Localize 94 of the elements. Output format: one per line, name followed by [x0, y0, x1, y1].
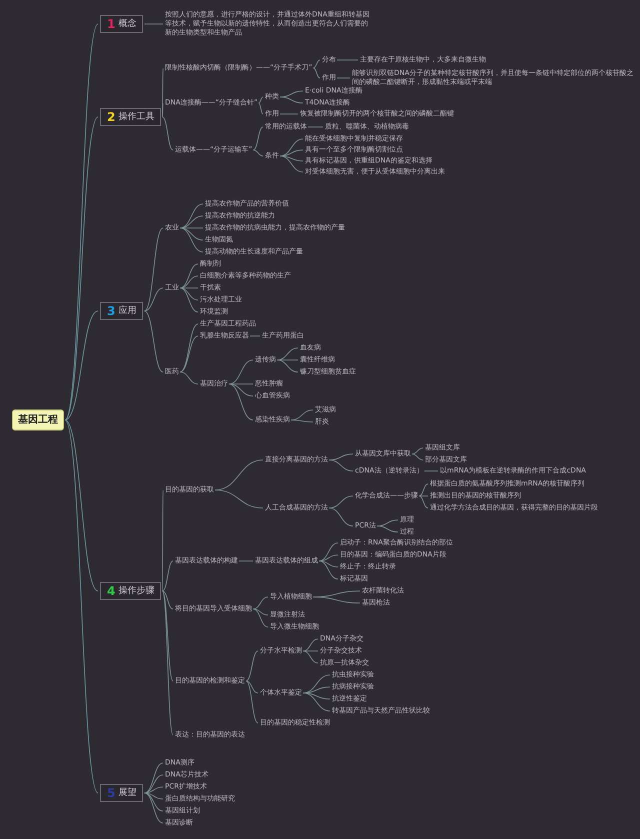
connector-line: [328, 454, 354, 460]
connector-line: [214, 490, 264, 508]
connector-line: [418, 484, 428, 496]
connector-line: [276, 360, 298, 372]
connector-line: [280, 156, 304, 162]
topic-number: 2: [107, 111, 116, 123]
connector-line: [318, 542, 338, 562]
connector-line: [180, 288, 198, 312]
connector-line: [318, 554, 338, 562]
connector-line: [64, 420, 98, 794]
topic-label: 应用: [118, 305, 136, 317]
topic-label: 概念: [118, 18, 136, 30]
connector-line: [258, 96, 264, 104]
connector-line: [318, 560, 338, 568]
connector-line: [318, 560, 338, 580]
connector-line: [312, 68, 320, 78]
connector-line: [258, 102, 264, 114]
connector-line: [228, 360, 254, 384]
connector-line: [376, 520, 398, 526]
connector-line: [64, 116, 98, 420]
topic-label: 展望: [118, 787, 136, 799]
connector-line: [144, 774, 164, 794]
topic-box: [100, 15, 144, 33]
connector-line: [162, 590, 174, 610]
topic-box: [100, 302, 144, 320]
topic-number: 1: [107, 18, 116, 30]
connector-line: [418, 496, 428, 508]
connector-line: [144, 310, 164, 372]
connector-line: [302, 638, 318, 652]
connector-line: [64, 420, 98, 592]
connector-line: [252, 608, 268, 628]
connector-line: [376, 526, 398, 532]
connector-line: [280, 138, 304, 156]
connector-line: [228, 384, 254, 396]
connector-line: [312, 596, 360, 604]
connector-line: [302, 692, 330, 700]
connector-line: [162, 102, 164, 118]
topic-number: 4: [107, 585, 116, 597]
connector-line: [252, 150, 264, 156]
connector-line: [162, 490, 164, 592]
connector-line: [302, 650, 318, 664]
connector-line: [302, 650, 318, 652]
connector-line: [280, 96, 304, 104]
connector-line: [280, 90, 304, 98]
connector-line: [246, 680, 258, 694]
connector-line: [144, 792, 164, 800]
connector-line: [162, 590, 174, 736]
connector-line: [180, 336, 198, 372]
connector-line: [180, 204, 204, 228]
connector-line: [412, 454, 424, 460]
connector-line: [144, 792, 164, 812]
connector-line: [162, 560, 174, 592]
connector-line: [252, 596, 268, 610]
topic-label: 操作步骤: [118, 585, 154, 597]
topic-box: [100, 108, 162, 126]
connector-line: [328, 496, 354, 508]
connector-line: [238, 560, 254, 562]
connector-line: [276, 348, 298, 360]
connector-line: [228, 384, 254, 420]
connector-line: [144, 228, 164, 312]
connector-line: [64, 24, 98, 420]
connector-line: [290, 420, 314, 422]
connector-line: [280, 156, 304, 172]
topic-number: 3: [107, 305, 116, 317]
topic-box: [100, 784, 144, 802]
root-box: 基因工程: [12, 410, 64, 430]
connector-line: [328, 508, 354, 526]
connector-line: [144, 792, 164, 824]
connector-line: [180, 264, 198, 288]
connector-line: [302, 692, 330, 712]
connector-line: [144, 288, 164, 312]
connector-line: [64, 310, 98, 420]
connector-line: [252, 126, 264, 150]
connector-line: [424, 470, 438, 472]
connector-line: [180, 228, 204, 252]
topic-box: [100, 582, 162, 600]
connector-line: [144, 762, 164, 794]
connector-line: [180, 372, 198, 384]
connector-line: [246, 650, 258, 682]
connector-line: [180, 276, 198, 288]
connector-line: [162, 590, 174, 682]
connector-line: [312, 60, 320, 68]
connector-line: [180, 228, 204, 240]
connector-line: [180, 324, 198, 372]
connector-line: [328, 460, 354, 472]
connector-line: [308, 126, 324, 128]
connector-line: [412, 448, 424, 454]
connector-line: [246, 680, 258, 724]
topic-number: 5: [107, 787, 116, 799]
connector-line: [144, 786, 164, 794]
connector-line: [252, 608, 268, 616]
connector-line: [162, 116, 174, 150]
connector-line: [180, 288, 198, 300]
topic-label: 操作工具: [118, 111, 154, 123]
